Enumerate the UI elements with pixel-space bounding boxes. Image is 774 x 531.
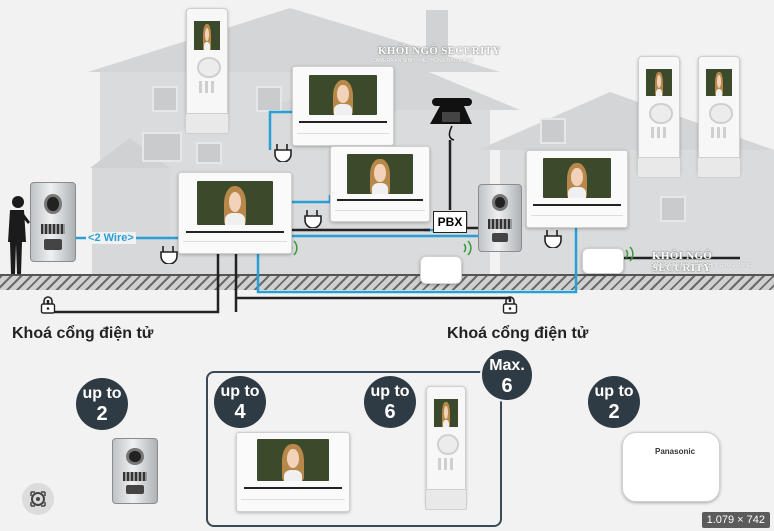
visitor-silhouette — [8, 196, 30, 274]
wireless-handset-right-1 — [636, 56, 682, 178]
video-monitor-product — [236, 432, 350, 512]
door-station-product — [112, 438, 158, 504]
power-plug-icon — [304, 210, 322, 228]
power-plug-icon — [544, 230, 562, 248]
pbx-telephone-icon — [430, 98, 472, 141]
watermark-name: KHÔI NGÔ SECURITY — [378, 45, 501, 57]
lock-label-left: Khoá cổng điện tử — [12, 325, 154, 342]
capacity-badge-max: Max.6 — [480, 348, 534, 402]
two-wire-text: 2 Wire — [94, 232, 128, 244]
image-resolution-badge: 1.079 × 742 — [701, 512, 770, 528]
ground-line — [0, 274, 774, 290]
watermark-tagline: CAMERA AN NINH - HỆ THỐNG BÁO ĐỘNG — [372, 58, 474, 64]
video-monitor-main — [178, 172, 292, 254]
power-plug-icon — [274, 144, 292, 162]
door-station-left — [30, 182, 76, 262]
wireless-handset-top — [184, 8, 230, 134]
video-monitor-upper — [292, 66, 394, 146]
wireless-handset-product — [424, 386, 468, 510]
wireless-repeater-product: Panasonic — [622, 432, 720, 502]
watermark-name: KHÔI NGÔ SECURITY — [652, 250, 713, 274]
lens-search-icon[interactable] — [22, 483, 54, 515]
window — [540, 118, 566, 144]
watermark-tagline: CAMERA AN NINH - HỆ THỐNG BÁO ĐỘNG — [650, 263, 752, 269]
door-station-right — [478, 184, 522, 252]
window — [256, 86, 282, 112]
monitor-handset-group-frame — [206, 371, 502, 527]
two-wire-label: <2 Wire> — [86, 232, 136, 244]
wireless-handset-right-2 — [696, 56, 742, 178]
window — [196, 142, 222, 164]
brand-label: Panasonic — [655, 447, 696, 456]
wireless-repeater-house — [420, 256, 462, 284]
window — [142, 132, 182, 162]
window — [660, 196, 686, 222]
power-plug-icon — [160, 246, 178, 264]
lens-glyph-icon — [30, 491, 46, 507]
window — [152, 86, 178, 112]
pbx-box: PBX — [433, 211, 467, 233]
wireless-repeater-house-right — [582, 248, 624, 274]
video-monitor-right — [526, 150, 628, 228]
lock-icon — [502, 296, 518, 314]
video-monitor-middle — [330, 146, 430, 222]
lock-label-right: Khoá cổng điện tử — [447, 325, 589, 342]
lock-icon — [40, 296, 56, 314]
